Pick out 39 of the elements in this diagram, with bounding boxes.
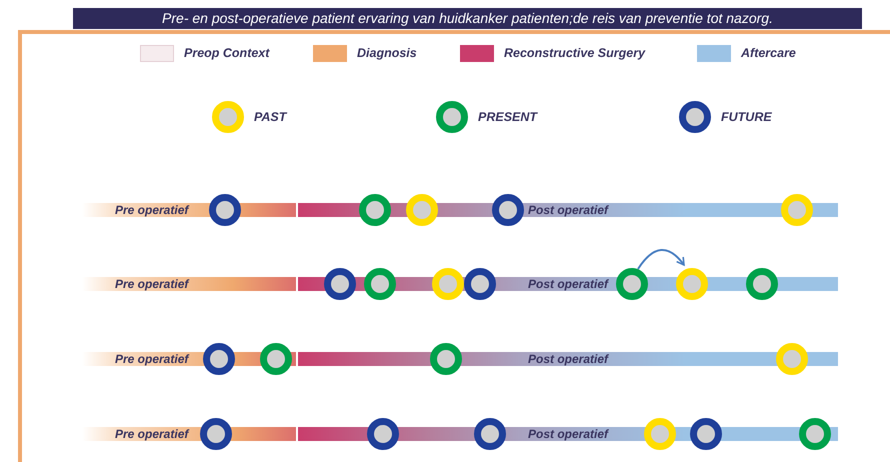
legend-label: PAST bbox=[254, 110, 286, 124]
timeline-marker bbox=[781, 194, 813, 226]
legend-label: Preop Context bbox=[184, 46, 270, 60]
timeline-marker bbox=[200, 418, 232, 450]
timeline-marker bbox=[492, 194, 524, 226]
timeline-marker bbox=[746, 268, 778, 300]
legend-label: Diagnosis bbox=[357, 46, 417, 60]
phase-label: Pre operatief bbox=[115, 428, 188, 440]
timeline-marker bbox=[474, 418, 506, 450]
legend-label: FUTURE bbox=[721, 110, 772, 124]
timeline-marker bbox=[203, 343, 235, 375]
timeline-marker bbox=[464, 268, 496, 300]
timeline-marker bbox=[676, 268, 708, 300]
timeline-marker bbox=[432, 268, 464, 300]
phase-label: Pre operatief bbox=[115, 278, 188, 290]
legend-label: PRESENT bbox=[478, 110, 538, 124]
title: Pre- en post-operatieve patient ervaring van huidkanker patienten;de reis van preventie tot nazorg. bbox=[73, 8, 862, 29]
timeline-marker bbox=[364, 268, 396, 300]
phase-label: Post operatief bbox=[528, 353, 608, 365]
phase-label: Pre operatief bbox=[115, 353, 188, 365]
phase-label: Pre operatief bbox=[115, 204, 188, 216]
timeline-marker bbox=[367, 418, 399, 450]
legend-label: Aftercare bbox=[741, 46, 796, 60]
timeline-marker bbox=[209, 194, 241, 226]
curved-arrow bbox=[637, 249, 685, 270]
phase-label: Post operatief bbox=[528, 428, 608, 440]
phase-label: Post operatief bbox=[528, 204, 608, 216]
timeline-marker bbox=[690, 418, 722, 450]
timeline-marker bbox=[616, 268, 648, 300]
timeline-marker bbox=[406, 194, 438, 226]
timeline-marker bbox=[644, 418, 676, 450]
legend-label: Reconstructive Surgery bbox=[504, 46, 646, 60]
timeline-marker bbox=[359, 194, 391, 226]
timeline-marker bbox=[799, 418, 831, 450]
timeline-marker bbox=[776, 343, 808, 375]
phase-label: Post operatief bbox=[528, 278, 608, 290]
timeline-marker bbox=[430, 343, 462, 375]
timeline-marker bbox=[324, 268, 356, 300]
timeline-marker bbox=[260, 343, 292, 375]
